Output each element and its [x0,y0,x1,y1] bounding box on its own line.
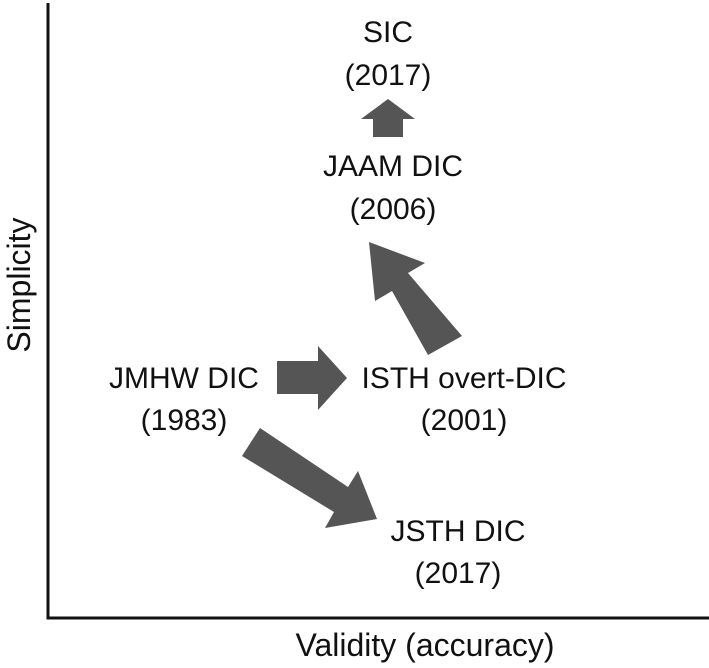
node-isth-year: (2001) [421,404,508,437]
x-axis-label: Validity (accuracy) [295,627,554,663]
node-jmhw-year: (1983) [141,404,228,437]
node-isth-name: ISTH overt-DIC [361,362,566,395]
axis-lines [46,3,709,620]
arrow-jmhw-to-isth [277,346,347,410]
node-jaam-name: JAAM DIC [323,150,463,183]
node-jaam-year: (2006) [350,193,437,226]
node-sic-name: SIC [363,16,413,49]
node-jsth-name: JSTH DIC [391,515,526,548]
arrow-jmhw-to-jsth [242,428,377,528]
node-jsth-year: (2017) [415,557,502,590]
y-axis-label: Simplicity [1,217,37,352]
node-sic-year: (2017) [345,59,432,92]
node-jmhw-name: JMHW DIC [109,362,259,395]
arrow-isth-to-jaam [369,242,462,355]
arrow-jaam-to-sic [361,99,415,137]
